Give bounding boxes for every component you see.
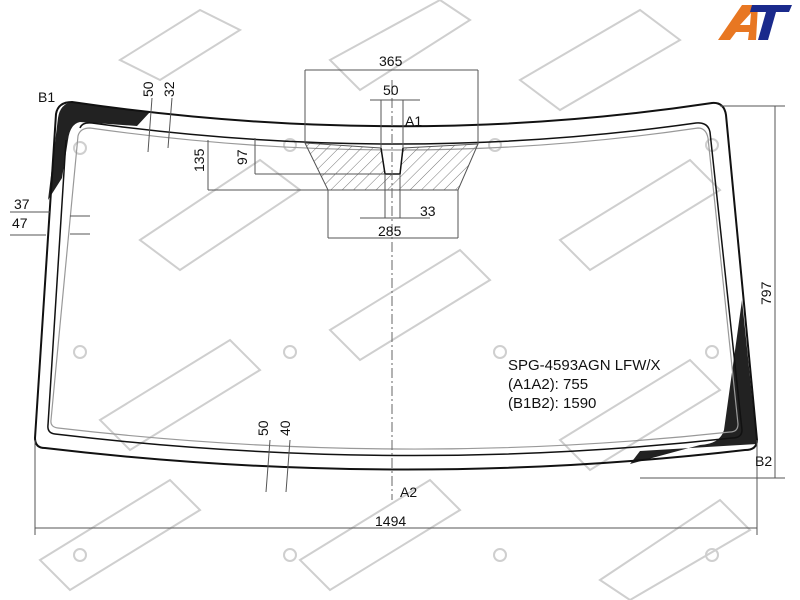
dim-40-bottom: 40 [277,420,293,436]
point-b1: B1 [38,89,55,105]
glass-outline [33,100,759,471]
dim-33: 33 [420,203,436,219]
dim-135: 135 [191,148,207,172]
dim-50-top: 50 [140,81,156,97]
dim-47-left: 47 [12,215,28,231]
watermark [38,0,752,600]
point-b2: B2 [755,453,772,469]
part-b1b2: (B1B2): 1590 [508,395,596,412]
dimension-lines [10,69,785,535]
inner-frame [50,127,739,450]
part-code: SPG-4593AGN LFW/X [508,357,661,374]
part-a1a2: (A1A2): 755 [508,376,588,393]
dim-285: 285 [378,223,402,239]
dim-97: 97 [234,149,250,165]
dim-32-top: 32 [161,81,177,97]
dim-797: 797 [758,281,774,305]
point-a2: A2 [400,484,417,500]
dim-365: 365 [379,53,403,69]
frit-line [47,122,743,457]
dim-50-bottom: 50 [255,420,271,436]
point-a1: A1 [405,113,422,129]
dim-1494: 1494 [375,513,406,529]
dim-37-left: 37 [14,196,30,212]
dim-50-notch: 50 [383,82,399,98]
at-logo [718,5,792,40]
